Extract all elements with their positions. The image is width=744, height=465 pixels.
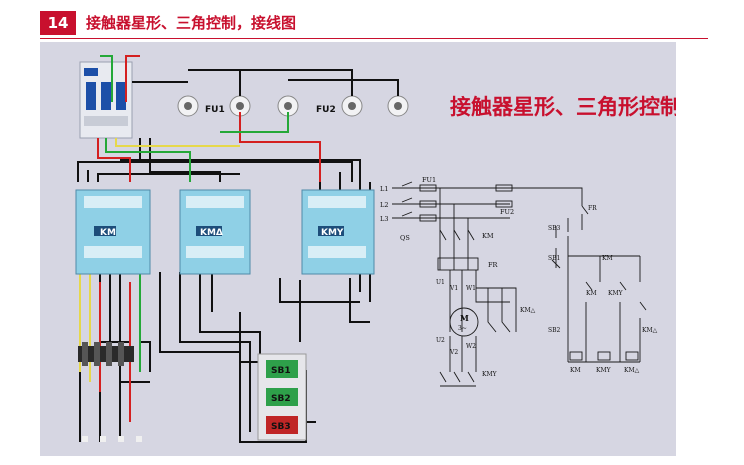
section-number-badge: 14 (40, 11, 76, 35)
fuse-icon (177, 95, 409, 117)
photo-heading: 接触器星形、三角形控制 (450, 95, 676, 119)
schematic-l1: L1 (380, 185, 388, 193)
sb2-photo-label: SB2 (271, 394, 291, 404)
wiring-diagram-svg: FU1 FU2 接触器星形、三角形控制 (75, 55, 676, 443)
schematic-v1: V1 (449, 285, 458, 292)
schematic-w2: W2 (466, 343, 476, 350)
schematic-sb3: SB3 (548, 225, 561, 232)
schematic-fu2: FU2 (500, 208, 514, 216)
schematic-l2: L2 (380, 201, 388, 209)
schematic-v2: V2 (449, 349, 458, 356)
schematic-ctrl-kmd: KM△ (642, 327, 658, 334)
schematic-kmd: KM△ (520, 307, 536, 314)
schematic-ctrl-fr: FR (588, 205, 597, 212)
schematic-coil-kmd: KM△ (624, 367, 640, 374)
schematic-fu1: FU1 (422, 176, 436, 184)
schematic-kmy: KMY (482, 371, 498, 378)
fu1-photo-label: FU1 (205, 105, 225, 115)
schematic-l3: L3 (380, 215, 388, 223)
fu2-photo-label: FU2 (316, 105, 336, 115)
pushbutton-icon (257, 353, 307, 441)
terminal-block-icon (78, 342, 134, 366)
schematic-ctrl-km: KM (602, 255, 613, 262)
contactor-icon (75, 189, 375, 275)
bottom-terminals (82, 436, 142, 442)
sb1-photo-label: SB1 (271, 366, 291, 376)
kmd-photo-label: KMΔ (200, 228, 223, 238)
schematic-km-main: KM (482, 232, 494, 240)
schematic-u1: U1 (436, 279, 445, 286)
km-photo-label: KM (100, 228, 116, 238)
schematic-coil-kmy: KMY (596, 367, 612, 374)
schematic-ctrl-km2: KM (586, 290, 597, 297)
schematic-ctrl-kmy: KMY (608, 290, 624, 297)
section-header: 14 接触器星形、三角控制，接线图 (40, 8, 704, 36)
schematic-lines (392, 181, 647, 387)
schematic-u2: U2 (436, 337, 445, 344)
schematic-sb1: SB1 (548, 255, 560, 262)
schematic-coil-km: KM (570, 367, 581, 374)
kmy-photo-label: KMY (321, 228, 344, 238)
schematic-sb2: SB2 (548, 327, 561, 334)
schematic-qs: QS (400, 234, 410, 242)
schematic-motor: M (460, 313, 469, 323)
section-title: 接触器星形、三角控制，接线图 (86, 14, 297, 32)
wiring-diagram-image: FU1 FU2 接触器星形、三角形控制 (40, 42, 676, 456)
schematic-w1: W1 (466, 285, 476, 292)
black-wiring (77, 69, 399, 443)
circuit-breaker-icon (79, 61, 133, 139)
schematic-fr: FR (488, 261, 499, 269)
sb3-photo-label: SB3 (271, 422, 291, 432)
schematic-motor-sub: 3~ (458, 325, 467, 332)
header-divider (40, 38, 708, 39)
